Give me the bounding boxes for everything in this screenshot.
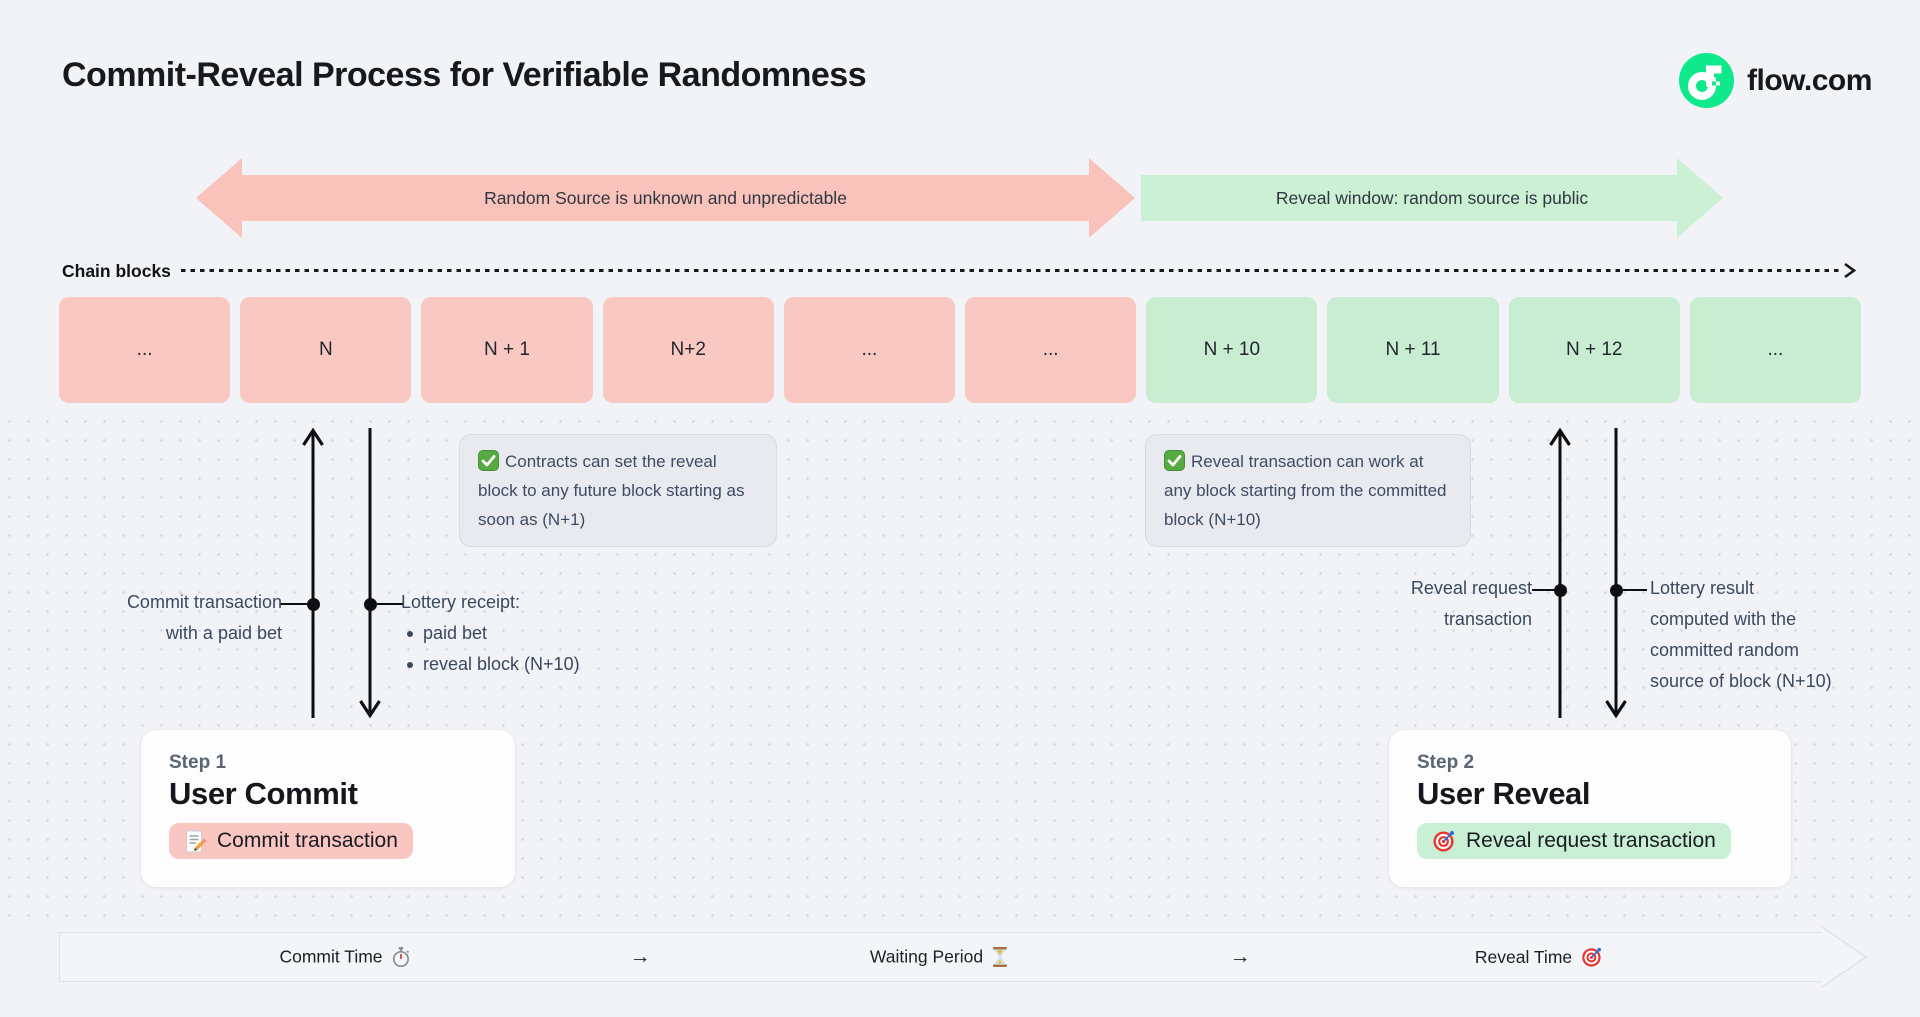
banner-reveal-window: Reveal window: random source is public <box>1141 158 1723 238</box>
lottery-receipt-label: Lottery receipt: paid bet reveal block (… <box>401 587 661 680</box>
step-2-card: Step 2 User Reveal Reveal request transa… <box>1388 729 1792 888</box>
timeline-waiting-period: Waiting Period <box>870 947 1008 968</box>
chain-block: ... <box>59 297 231 403</box>
note-reveal-window: Reveal transaction can work at any block… <box>1145 434 1471 547</box>
banner-random-unknown: Random Source is unknown and unpredictab… <box>196 158 1135 238</box>
timeline-end-chevron <box>1822 925 1870 989</box>
chain-block: N + 11 <box>1327 297 1499 403</box>
memo-icon <box>184 830 207 853</box>
receipt-bullet: reveal block (N+10) <box>401 649 661 680</box>
connector-line <box>1623 588 1647 592</box>
connector-line <box>377 602 403 606</box>
reveal-request-label: Reveal request transaction <box>1410 578 1532 629</box>
check-icon <box>478 450 499 471</box>
chain-arrow-icon <box>1842 262 1858 279</box>
note-commit-window-text: Contracts can set the reveal block to an… <box>478 452 745 529</box>
connector-dot <box>1553 583 1567 597</box>
connector-dot <box>363 597 377 611</box>
chain-block: ... <box>965 297 1137 403</box>
banner-random-unknown-label: Random Source is unknown and unpredictab… <box>484 187 847 208</box>
stopwatch-icon <box>392 947 411 968</box>
step-1-card: Step 1 User Commit Commit transaction <box>140 729 516 888</box>
chain-block: N + 12 <box>1508 297 1680 403</box>
page-title: Commit-Reveal Process for Verifiable Ran… <box>62 56 867 94</box>
chain-block: N + 1 <box>421 297 593 403</box>
target-icon <box>1432 829 1456 853</box>
step-number: Step 1 <box>169 752 227 773</box>
badge-label: Commit transaction <box>217 829 398 852</box>
chain-block: ... <box>783 297 956 403</box>
timeline-bar: Commit Time → Waiting Period <box>59 932 1823 982</box>
reveal-up-arrow <box>1546 426 1574 720</box>
chain-block: ... <box>1689 297 1862 403</box>
chain-block: N+2 <box>602 297 774 403</box>
note-commit-window: Contracts can set the reveal block to an… <box>459 434 777 547</box>
step-number: Step 2 <box>1417 752 1475 773</box>
commit-up-arrow <box>299 426 327 720</box>
badge-label: Reveal request transaction <box>1466 829 1716 852</box>
result-down-arrow <box>1602 426 1630 720</box>
chain-dotted-line <box>181 269 1841 272</box>
timeline-commit-time: Commit Time <box>279 947 410 968</box>
timeline-arrow: → <box>629 945 651 968</box>
chain-blocks-row: ... N N + 1 N+2 ... ... N + 10 N + 11 N … <box>59 297 1862 403</box>
flow-logo-icon <box>1679 53 1734 108</box>
connector-line <box>280 602 307 606</box>
brand-name: flow.com <box>1747 63 1872 97</box>
hourglass-icon <box>992 947 1008 968</box>
chain-block: N <box>240 297 412 403</box>
target-icon <box>1581 946 1603 968</box>
banner-reveal-window-label: Reveal window: random source is public <box>1275 187 1589 208</box>
chain-blocks-label: Chain blocks <box>62 261 171 281</box>
timeline-arrow: → <box>1229 945 1251 968</box>
step-title: User Commit <box>169 776 358 811</box>
receipt-bullet: paid bet <box>401 618 661 649</box>
timeline-reveal-time: Reveal Time <box>1475 946 1603 968</box>
connector-dot <box>1609 583 1623 597</box>
brand: flow.com <box>1679 53 1872 108</box>
note-reveal-window-text: Reveal transaction can work at any block… <box>1164 452 1447 529</box>
commit-transaction-badge: Commit transaction <box>169 823 413 859</box>
connector-dot <box>306 597 320 611</box>
check-icon <box>1164 450 1185 471</box>
step-title: User Reveal <box>1417 776 1591 811</box>
commit-transaction-label: Commit transaction with a paid bet <box>126 592 282 643</box>
chain-block: N + 10 <box>1146 297 1318 403</box>
lottery-result-label: Lottery result computed with the committ… <box>1650 578 1832 691</box>
connector-line <box>1532 588 1556 592</box>
receipt-down-arrow <box>356 426 384 720</box>
reveal-request-badge: Reveal request transaction <box>1417 823 1731 859</box>
